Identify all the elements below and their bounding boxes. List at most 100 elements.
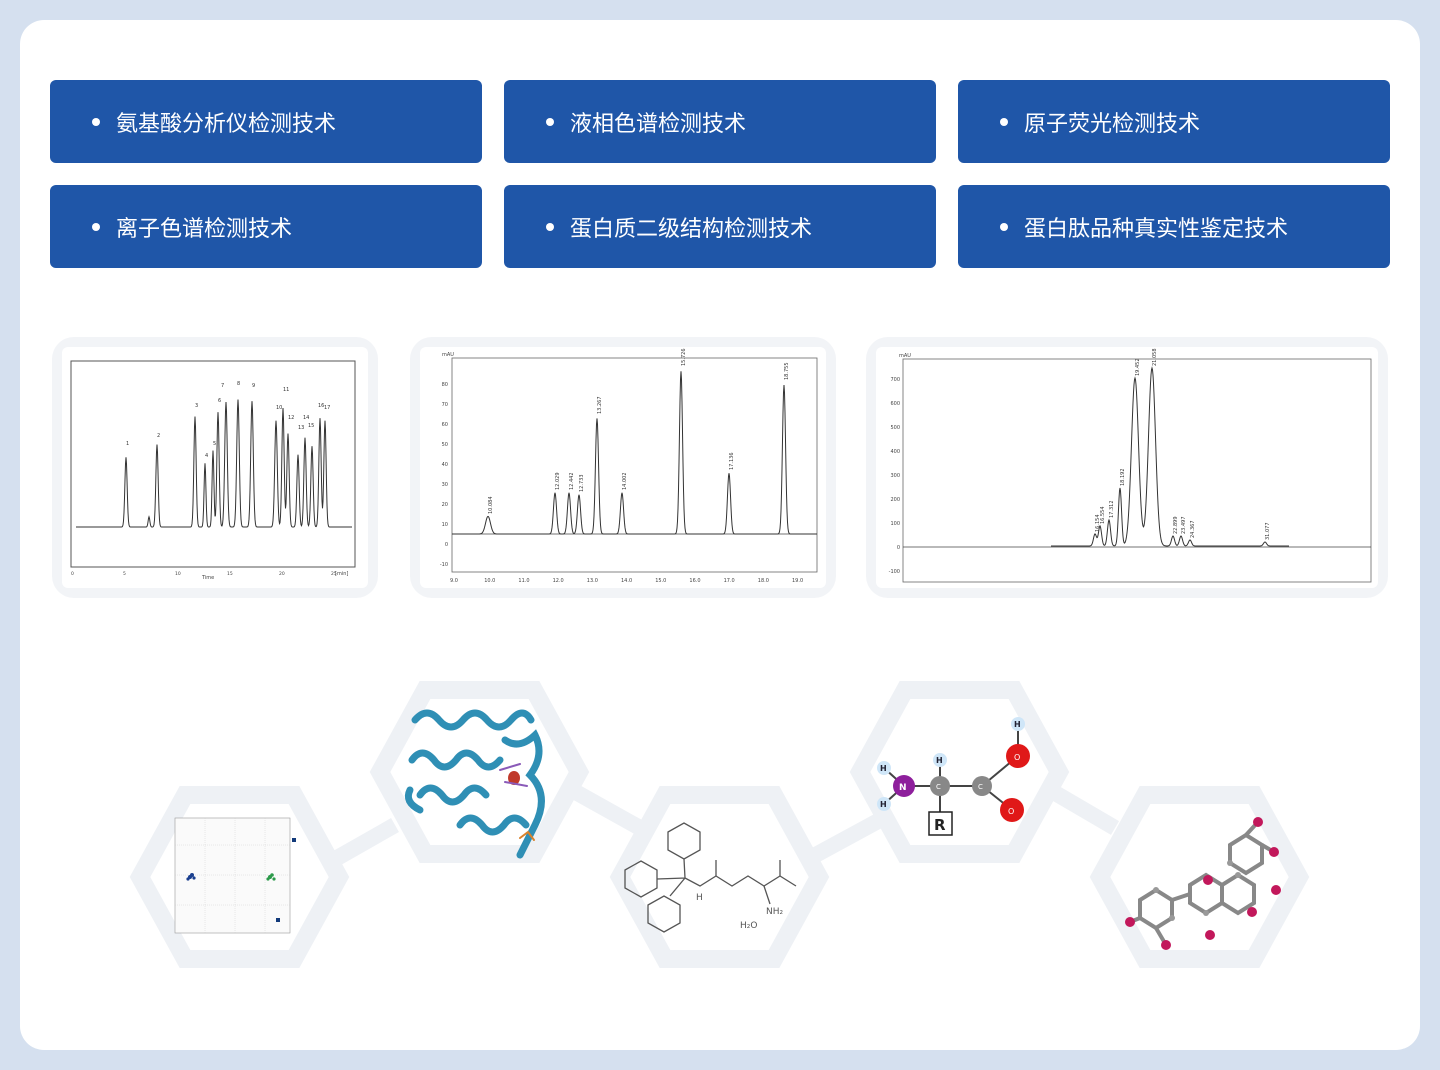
peak-label: 4 — [205, 453, 208, 459]
x-tick-label: 19.0 — [792, 578, 803, 584]
peak-label: 16.154 — [1095, 515, 1101, 533]
y-axis-label: mAU — [442, 352, 454, 358]
x-tick-label: 11.0 — [518, 578, 529, 584]
scatter-plot-image — [174, 817, 296, 934]
peak-label: 31.077 — [1265, 523, 1271, 541]
x-tick-label: 15 — [227, 571, 233, 577]
bullet-icon — [1000, 117, 1008, 126]
svg-text:R: R — [934, 816, 946, 834]
peak-label: 18.192 — [1120, 469, 1126, 487]
peak-label: 16.554 — [1100, 507, 1106, 525]
tech-button-protein-secondary-structure[interactable]: 蛋白质二级结构检测技术 — [504, 185, 936, 268]
x-tick-label: 25 — [331, 571, 337, 577]
tech-label: 氨基酸分析仪检测技术 — [116, 111, 337, 137]
tech-button-ion-chromatography[interactable]: 离子色谱检测技术 — [50, 185, 482, 268]
tech-button-amino-acid-analysis[interactable]: 氨基酸分析仪检测技术 — [50, 80, 482, 163]
peak-label: 14.002 — [622, 473, 628, 491]
svg-text:O: O — [1014, 753, 1020, 762]
y-tick-label: 0 — [445, 542, 448, 548]
peak-label: 9 — [252, 383, 255, 389]
svg-text:H: H — [880, 764, 887, 773]
peak-label: 17.136 — [729, 453, 735, 471]
molecule-structure-text: H H₂O NH₂ — [696, 893, 784, 931]
svg-text:C: C — [978, 783, 983, 791]
peak-label: 13 — [298, 425, 304, 431]
peak-label: 1 — [126, 441, 129, 447]
y-tick-label: 200 — [890, 497, 900, 503]
peak-label: 7 — [221, 383, 224, 389]
svg-text:H₂O: H₂O — [740, 921, 757, 931]
x-tick-label: 12.0 — [553, 578, 564, 584]
ball-stick-molecule-image — [1125, 817, 1281, 950]
trace-line — [452, 371, 817, 535]
tech-button-peptide-authenticity[interactable]: 蛋白肽品种真实性鉴定技术 — [958, 185, 1390, 268]
y-tick-label: 30 — [442, 482, 448, 488]
y-tick-label: 300 — [890, 473, 900, 479]
peak-label: 12.733 — [579, 475, 585, 493]
tech-label: 原子荧光检测技术 — [1024, 111, 1201, 137]
peak-label: 11 — [283, 387, 289, 393]
tech-label: 蛋白质二级结构检测技术 — [570, 216, 813, 242]
peak-label: 10.084 — [488, 497, 494, 515]
peak-label: 12 — [288, 415, 294, 421]
y-tick-label: 100 — [890, 521, 900, 527]
y-tick-label: 700 — [890, 377, 900, 383]
peak-label: 17.312 — [1109, 501, 1115, 519]
peak-label: 6 — [218, 398, 221, 404]
x-tick-label: 14.0 — [621, 578, 632, 584]
peak-label: 5 — [213, 441, 216, 447]
y-tick-label: -100 — [889, 569, 900, 575]
peak-label: 12.442 — [569, 473, 575, 491]
x-axis-label: Time — [201, 575, 214, 581]
x-tick-label: 18.0 — [758, 578, 769, 584]
peak-label: 15 — [308, 423, 314, 429]
x-tick-label: 5 — [123, 571, 126, 577]
svg-text:H: H — [696, 893, 703, 903]
hexagon-connectors — [326, 783, 1120, 869]
bullet-icon — [1000, 222, 1008, 231]
peak-label: 16 — [318, 403, 324, 409]
y-tick-label: 500 — [890, 425, 900, 431]
x-tick-label: 10 — [175, 571, 181, 577]
y-tick-label: 60 — [442, 422, 448, 428]
x-tick-label: 9.0 — [450, 578, 458, 584]
peak-label: 24.367 — [1190, 521, 1196, 539]
tech-label: 液相色谱检测技术 — [570, 111, 747, 137]
x-tick-label: 20 — [279, 571, 285, 577]
peak-label: 19.452 — [1135, 359, 1141, 377]
y-tick-label: 20 — [442, 502, 448, 508]
tech-button-liquid-chromatography[interactable]: 液相色谱检测技术 — [504, 80, 936, 163]
plot-frame — [902, 358, 1372, 583]
molecule-structure-image — [624, 822, 797, 933]
y-tick-label: 10 — [442, 522, 448, 528]
peak-label: 22.899 — [1173, 517, 1179, 535]
bullet-icon — [92, 117, 100, 126]
plot-frame — [70, 360, 356, 568]
svg-text:H: H — [936, 756, 943, 765]
y-tick-label: -10 — [440, 562, 448, 568]
y-axis-label: mAU — [899, 353, 911, 359]
peak-label: 2 — [157, 433, 160, 439]
peak-label: 21.058 — [1152, 349, 1158, 367]
peak-label: 3 — [195, 403, 198, 409]
tech-button-atomic-fluorescence[interactable]: 原子荧光检测技术 — [958, 80, 1390, 163]
tech-label: 离子色谱检测技术 — [116, 216, 293, 242]
bullet-icon — [546, 117, 554, 126]
peak-label: 23.497 — [1181, 517, 1187, 535]
protein-ribbon-image — [404, 709, 545, 859]
tech-label: 蛋白肽品种真实性鉴定技术 — [1024, 216, 1289, 242]
x-tick-label: 15.0 — [655, 578, 666, 584]
peak-label: 18.755 — [784, 363, 790, 381]
